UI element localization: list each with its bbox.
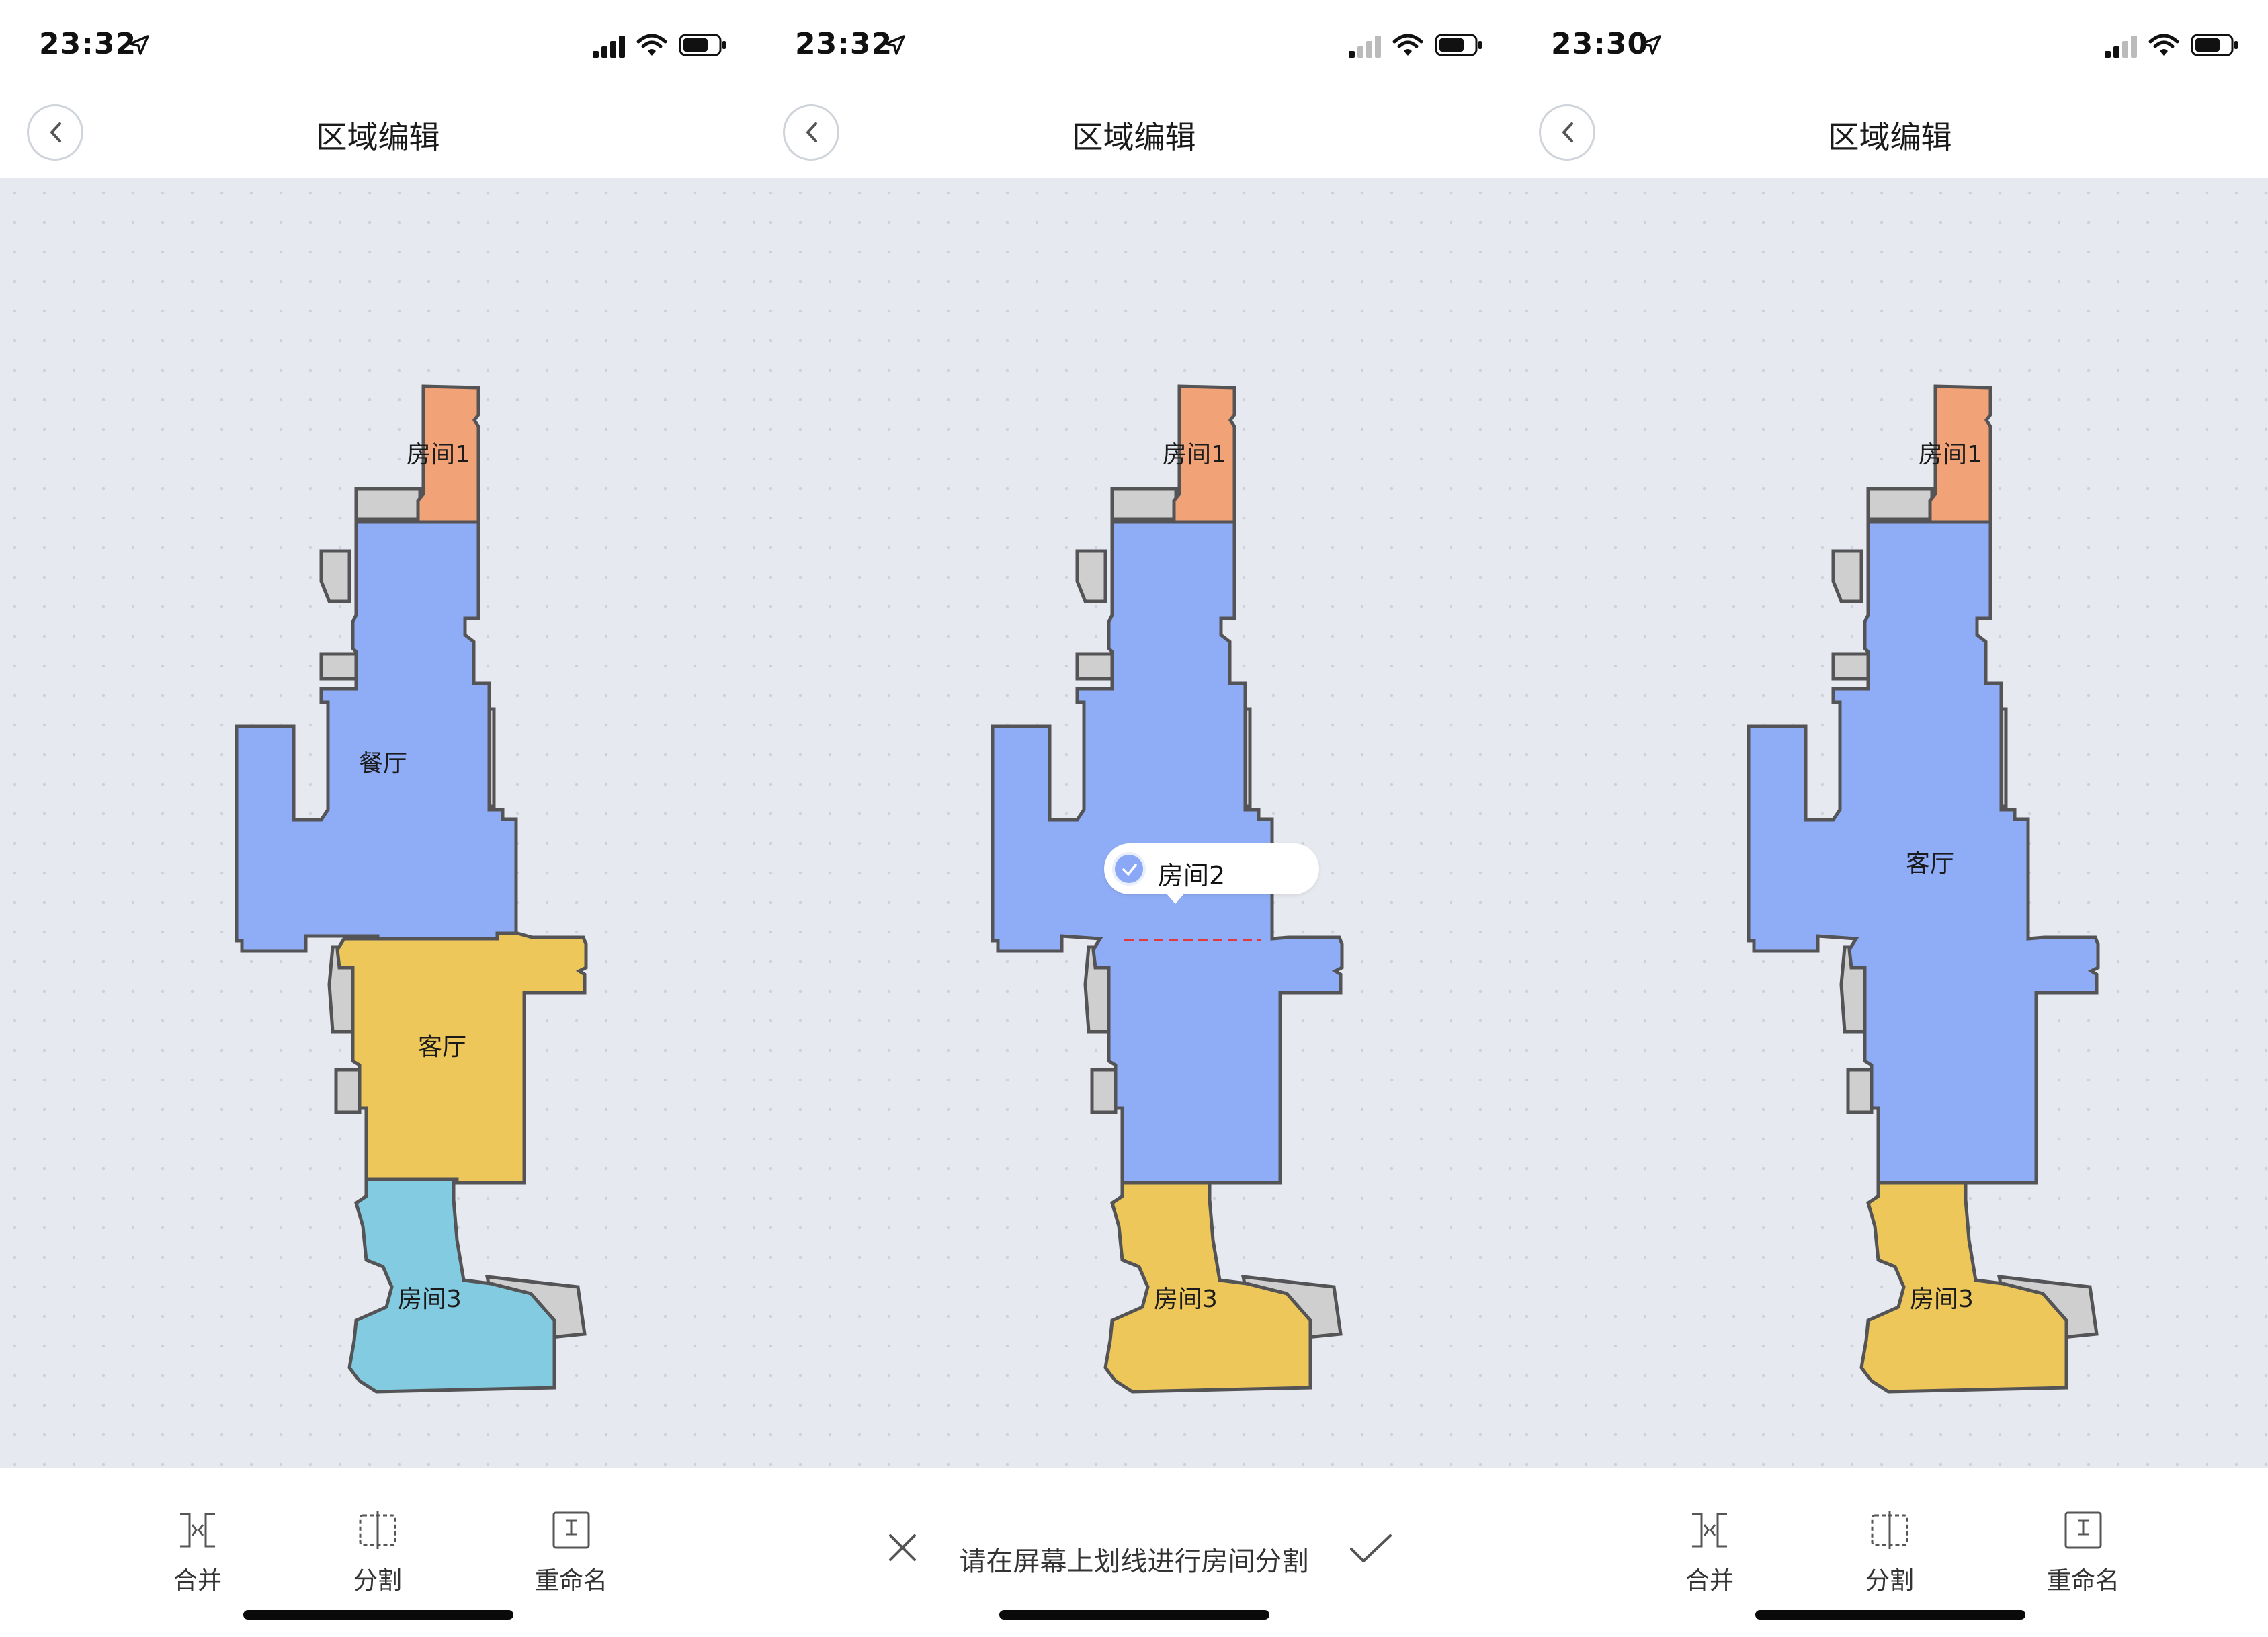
screen-area-edit-2: 23:32 区域编辑: [756, 0, 1512, 1637]
merge-button[interactable]: 合并: [1656, 1509, 1763, 1596]
close-icon[interactable]: [884, 1529, 921, 1566]
rename-icon: [552, 1511, 590, 1549]
map-canvas[interactable]: 房间1 餐厅 客厅 房间3: [0, 178, 756, 1468]
selected-room-bubble[interactable]: 房间2: [1104, 843, 1319, 904]
rename-button[interactable]: 重命名: [2029, 1509, 2137, 1596]
location-arrow-icon: [129, 35, 149, 55]
room-living-area[interactable]: [335, 931, 588, 1185]
split-button[interactable]: 分割: [1836, 1509, 1943, 1596]
room-labels: 房间1 客厅 房间3: [1906, 441, 1982, 1313]
wifi-icon: [1392, 34, 1423, 56]
split-icon: [1871, 1511, 1908, 1549]
room-1-area[interactable]: [1172, 384, 1236, 524]
map-canvas[interactable]: 房间1 客厅 房间3: [1512, 178, 2268, 1468]
split-icon: [359, 1511, 396, 1549]
room-living-label: 客厅: [418, 1034, 466, 1061]
room-3-area[interactable]: [1103, 1181, 1312, 1394]
home-indicator: [243, 1610, 513, 1620]
battery-icon: [2191, 34, 2238, 56]
merge-button[interactable]: 合并: [144, 1509, 251, 1596]
status-time: 23:32: [795, 27, 893, 61]
back-button[interactable]: [1539, 104, 1595, 161]
home-indicator: [1755, 1610, 2025, 1620]
back-button[interactable]: [27, 104, 83, 161]
split-label: 分割: [1865, 1567, 1914, 1595]
rename-label: 重命名: [2046, 1567, 2119, 1595]
chevron-left-icon: [1562, 122, 1573, 142]
room-dining-label: 餐厅: [359, 750, 407, 778]
screen-area-edit-1: 23:32 区域编辑: [0, 0, 756, 1637]
rename-icon: [2064, 1511, 2102, 1549]
split-label: 分割: [353, 1567, 402, 1595]
split-hint: 请在屏幕上划线进行房间分割: [959, 1546, 1309, 1577]
nav-bar: 区域编辑: [0, 87, 756, 179]
rename-label: 重命名: [534, 1567, 607, 1595]
wifi-icon: [2148, 34, 2179, 56]
floor-map[interactable]: 房间1 餐厅 客厅 房间3: [0, 178, 756, 1468]
room-living-label: 客厅: [1906, 850, 1954, 878]
room-1-area[interactable]: [416, 384, 480, 524]
room-3-label: 房间3: [1154, 1286, 1218, 1313]
merge-label: 合并: [1685, 1567, 1734, 1595]
room-1-label: 房间1: [407, 441, 470, 468]
split-button[interactable]: 分割: [324, 1509, 431, 1596]
chevron-left-icon: [806, 122, 817, 142]
room-1-label: 房间1: [1163, 441, 1226, 468]
checkmark-icon[interactable]: [1347, 1530, 1394, 1568]
floor-map[interactable]: 房间1 房间3: [756, 178, 1512, 1468]
cellular-signal-icon: [2105, 36, 2137, 58]
room-3-area[interactable]: [347, 1177, 556, 1394]
room-3-label: 房间3: [1910, 1286, 1974, 1313]
room-3-label: 房间3: [398, 1286, 462, 1313]
status-bar: 23:32: [756, 0, 1512, 87]
battery-icon: [679, 34, 726, 56]
battery-icon: [1435, 34, 1482, 56]
check-icon: [1112, 852, 1146, 886]
bottom-toolbar: 合并 分割 重命名: [0, 1468, 756, 1637]
status-time: 23:32: [39, 27, 137, 61]
back-button[interactable]: [783, 104, 839, 161]
chevron-left-icon: [50, 122, 61, 142]
home-indicator: [999, 1610, 1269, 1620]
room-3-area[interactable]: [1859, 1181, 2068, 1394]
status-bar: 23:30: [1512, 0, 2268, 87]
page-title: 区域编辑: [1828, 119, 1952, 155]
status-time: 23:30: [1551, 27, 1649, 61]
location-arrow-icon: [1641, 35, 1661, 55]
floor-map[interactable]: 房间1 客厅 房间3: [1512, 178, 2268, 1468]
room-labels: 房间1 房间3: [1154, 441, 1226, 1313]
page-title: 区域编辑: [1072, 119, 1196, 155]
screen-area-edit-3: 23:30 区域编辑: [1512, 0, 2268, 1637]
room-1-label: 房间1: [1919, 441, 1982, 468]
wifi-icon: [636, 34, 667, 56]
merge-icon: [180, 1513, 215, 1548]
room-labels: 房间1 餐厅 客厅 房间3: [359, 441, 470, 1313]
cellular-signal-icon: [1349, 36, 1381, 58]
page-title: 区域编辑: [316, 119, 440, 155]
merge-label: 合并: [173, 1567, 222, 1595]
merge-icon: [1692, 1513, 1727, 1548]
nav-bar: 区域编辑: [1512, 87, 2268, 179]
bottom-toolbar: 请在屏幕上划线进行房间分割: [756, 1468, 1512, 1637]
cellular-signal-icon: [593, 36, 625, 58]
location-arrow-icon: [885, 35, 905, 55]
room-dining-area[interactable]: [235, 520, 518, 953]
room-1-area[interactable]: [1928, 384, 1992, 524]
bottom-toolbar: 合并 分割 重命名: [1512, 1468, 2268, 1637]
status-bar: 23:32: [0, 0, 756, 87]
rename-button[interactable]: 重命名: [517, 1509, 625, 1596]
map-canvas[interactable]: 房间1 房间3 房间2: [756, 178, 1512, 1468]
nav-bar: 区域编辑: [756, 87, 1512, 179]
room-living-area[interactable]: [1747, 520, 2100, 1185]
bubble-room-name: 房间2: [1158, 861, 1226, 890]
